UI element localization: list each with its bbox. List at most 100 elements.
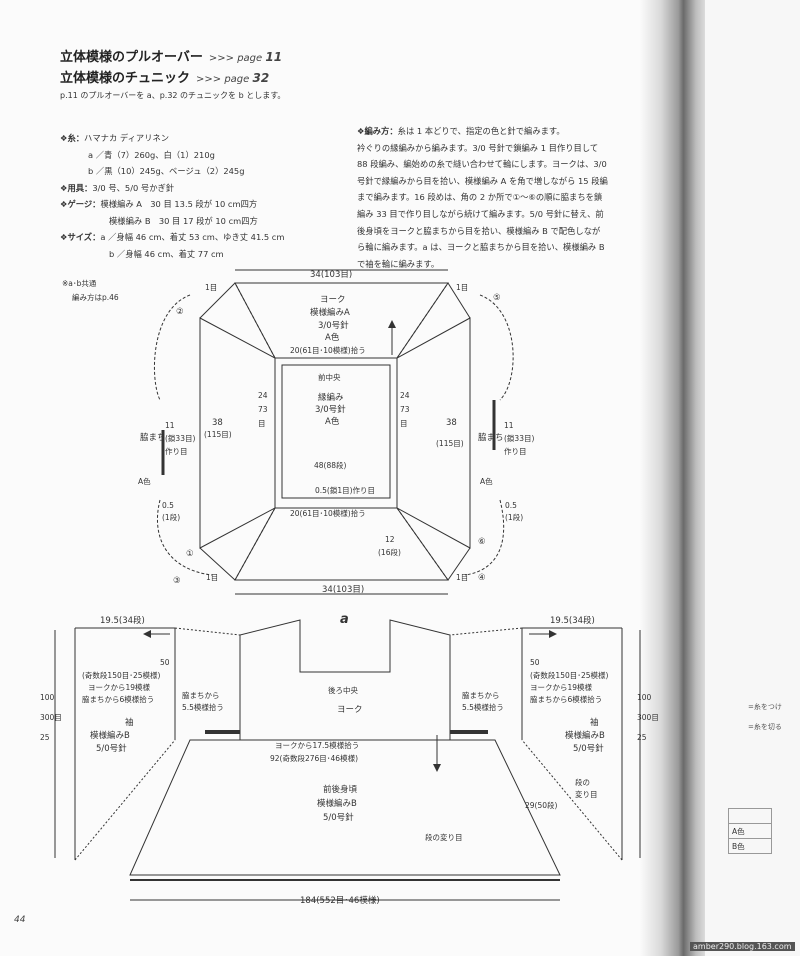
svg-text:(16段): (16段) — [378, 547, 401, 557]
svg-text:184(552目･46模様): 184(552目･46模様) — [300, 895, 380, 906]
gusset-right: 脇まち — [478, 433, 504, 443]
svg-text:後ろ中央: 後ろ中央 — [328, 685, 358, 695]
svg-text:A色: A色 — [325, 332, 340, 343]
svg-text:模様編みB: 模様編みB — [317, 798, 357, 809]
title-tunic: 立体模様のチュニック>>> page 32 — [60, 71, 270, 86]
svg-text:ヨークから19模様: ヨークから19模様 — [88, 682, 151, 692]
svg-text:(115目): (115目) — [436, 439, 464, 448]
left-page — [0, 0, 676, 956]
svg-text:変り目: 変り目 — [575, 789, 598, 799]
svg-text:5/0号針: 5/0号針 — [323, 812, 354, 823]
svg-text:前後身頃: 前後身頃 — [323, 784, 358, 795]
svg-text:ヨークから19模様: ヨークから19模様 — [530, 682, 593, 692]
svg-text:0.5: 0.5 — [162, 501, 174, 510]
right-page — [705, 0, 800, 956]
title-pullover: 立体模様のプルオーバー>>> page 11 — [60, 50, 283, 65]
svg-text:1目: 1目 — [456, 283, 468, 292]
top-width: 34(103目) — [310, 270, 352, 280]
legend-cut: =糸を切る — [748, 723, 782, 731]
svg-text:100: 100 — [40, 693, 55, 702]
svg-text:縁編み: 縁編み — [318, 392, 344, 403]
svg-text:48(88段): 48(88段) — [314, 460, 347, 470]
svg-text:92(奇数段276目･46模様): 92(奇数段276目･46模様) — [270, 753, 358, 763]
svg-text:脇まちから: 脇まちから — [182, 691, 220, 700]
yoke-diagram — [54, 269, 641, 901]
svg-text:(奇数段150目･25模様): (奇数段150目･25模様) — [82, 670, 161, 680]
svg-text:300目: 300目 — [40, 713, 62, 722]
svg-text:3/0号針: 3/0号針 — [318, 320, 349, 331]
svg-text:④: ④ — [478, 573, 486, 583]
svg-text:作り目: 作り目 — [165, 446, 188, 456]
book-gutter — [640, 0, 710, 956]
yoke-right-panel — [396, 317, 471, 549]
svg-text:脇まちから6模様拾う: 脇まちから6模様拾う — [82, 694, 154, 704]
svg-text:袖: 袖 — [125, 717, 134, 728]
svg-text:模様編みB: 模様編みB — [565, 730, 605, 741]
svg-text:⑥: ⑥ — [478, 537, 486, 547]
svg-text:A色: A色 — [480, 476, 493, 486]
svg-text:25: 25 — [637, 733, 647, 742]
svg-text:300目: 300目 — [637, 713, 659, 722]
svg-text:0.5(鎖1目)作り目: 0.5(鎖1目)作り目 — [315, 485, 375, 495]
svg-text:1目: 1目 — [206, 573, 218, 582]
color-table: A色 B色 — [728, 808, 772, 854]
svg-text:A色: A色 — [138, 476, 151, 486]
watermark: amber290.blog.163.com — [690, 942, 795, 951]
page-number: 44 — [14, 915, 26, 925]
svg-text:24: 24 — [400, 391, 410, 400]
svg-text:(115目): (115目) — [204, 430, 232, 439]
svg-text:20(61目･10模様)拾う: 20(61目･10模様)拾う — [290, 508, 366, 518]
diagram-labels: ※a･b共通 編み方はp.46 34(103目) 34(103目) ヨーク 模様… — [40, 270, 659, 906]
svg-text:73: 73 — [400, 405, 410, 414]
svg-text:(1段): (1段) — [162, 512, 180, 522]
intro-note: p.11 のプルオーバーを a、p.32 のチュニックを b とします。 — [60, 91, 286, 100]
svg-text:11: 11 — [504, 421, 514, 430]
method-ref: 編み方はp.46 — [72, 292, 119, 302]
svg-text:②: ② — [176, 307, 184, 317]
svg-text:19.5(34段): 19.5(34段) — [100, 615, 145, 626]
svg-text:前中央: 前中央 — [318, 372, 341, 382]
common-note: ※a･b共通 — [62, 278, 97, 288]
svg-text:5/0号針: 5/0号針 — [96, 743, 127, 754]
body-piece — [129, 739, 561, 876]
svg-text:38: 38 — [212, 418, 223, 428]
yoke-label: ヨーク — [320, 295, 346, 305]
svg-text:ヨークから17.5模様拾う: ヨークから17.5模様拾う — [275, 740, 359, 750]
svg-text:0.5: 0.5 — [505, 501, 517, 510]
svg-text:5/0号針: 5/0号針 — [573, 743, 604, 754]
svg-text:50: 50 — [530, 658, 540, 667]
neck-outer — [274, 357, 398, 509]
svg-text:19.5(34段): 19.5(34段) — [550, 615, 595, 626]
svg-text:12: 12 — [385, 535, 395, 544]
svg-text:5.5模様拾う: 5.5模様拾う — [182, 702, 224, 712]
svg-text:25: 25 — [40, 733, 50, 742]
svg-text:(奇数段150目･25模様): (奇数段150目･25模様) — [530, 670, 609, 680]
svg-text:11: 11 — [165, 421, 175, 430]
spec-block: ❖糸：ハマナカ ディアリネン a ／青（7）260g、白（1）210g b ／黒… — [60, 133, 285, 259]
neck-edge — [281, 364, 391, 499]
svg-text:袖: 袖 — [590, 717, 599, 728]
svg-text:38: 38 — [446, 418, 457, 428]
svg-text:③: ③ — [173, 576, 181, 586]
svg-text:100: 100 — [637, 693, 652, 702]
svg-text:(鎖33目): (鎖33目) — [504, 433, 534, 443]
legend-join: =糸をつけ — [748, 703, 782, 711]
svg-text:段の変り目: 段の変り目 — [425, 832, 463, 842]
svg-text:模様編みA: 模様編みA — [310, 307, 350, 318]
svg-text:目: 目 — [258, 419, 266, 428]
svg-text:(鎖33目): (鎖33目) — [165, 433, 195, 443]
svg-text:20(61目･10模様)拾う: 20(61目･10模様)拾う — [290, 345, 366, 355]
svg-text:1目: 1目 — [456, 573, 468, 582]
svg-text:73: 73 — [258, 405, 268, 414]
svg-text:1目: 1目 — [205, 283, 217, 292]
svg-text:目: 目 — [400, 419, 408, 428]
method-paragraph: ❖編み方：糸は 1 本どりで、指定の色と針で編みます。 衿ぐりの縁編みから編みま… — [357, 126, 608, 269]
svg-text:24: 24 — [258, 391, 268, 400]
svg-text:段の: 段の — [575, 777, 590, 787]
svg-text:模様編みB: 模様編みB — [90, 730, 130, 741]
bottom-width: 34(103目) — [322, 585, 364, 595]
svg-text:5.5模様拾う: 5.5模様拾う — [462, 702, 504, 712]
svg-text:ヨーク: ヨーク — [337, 705, 363, 715]
svg-text:29(50段): 29(50段) — [525, 800, 558, 810]
